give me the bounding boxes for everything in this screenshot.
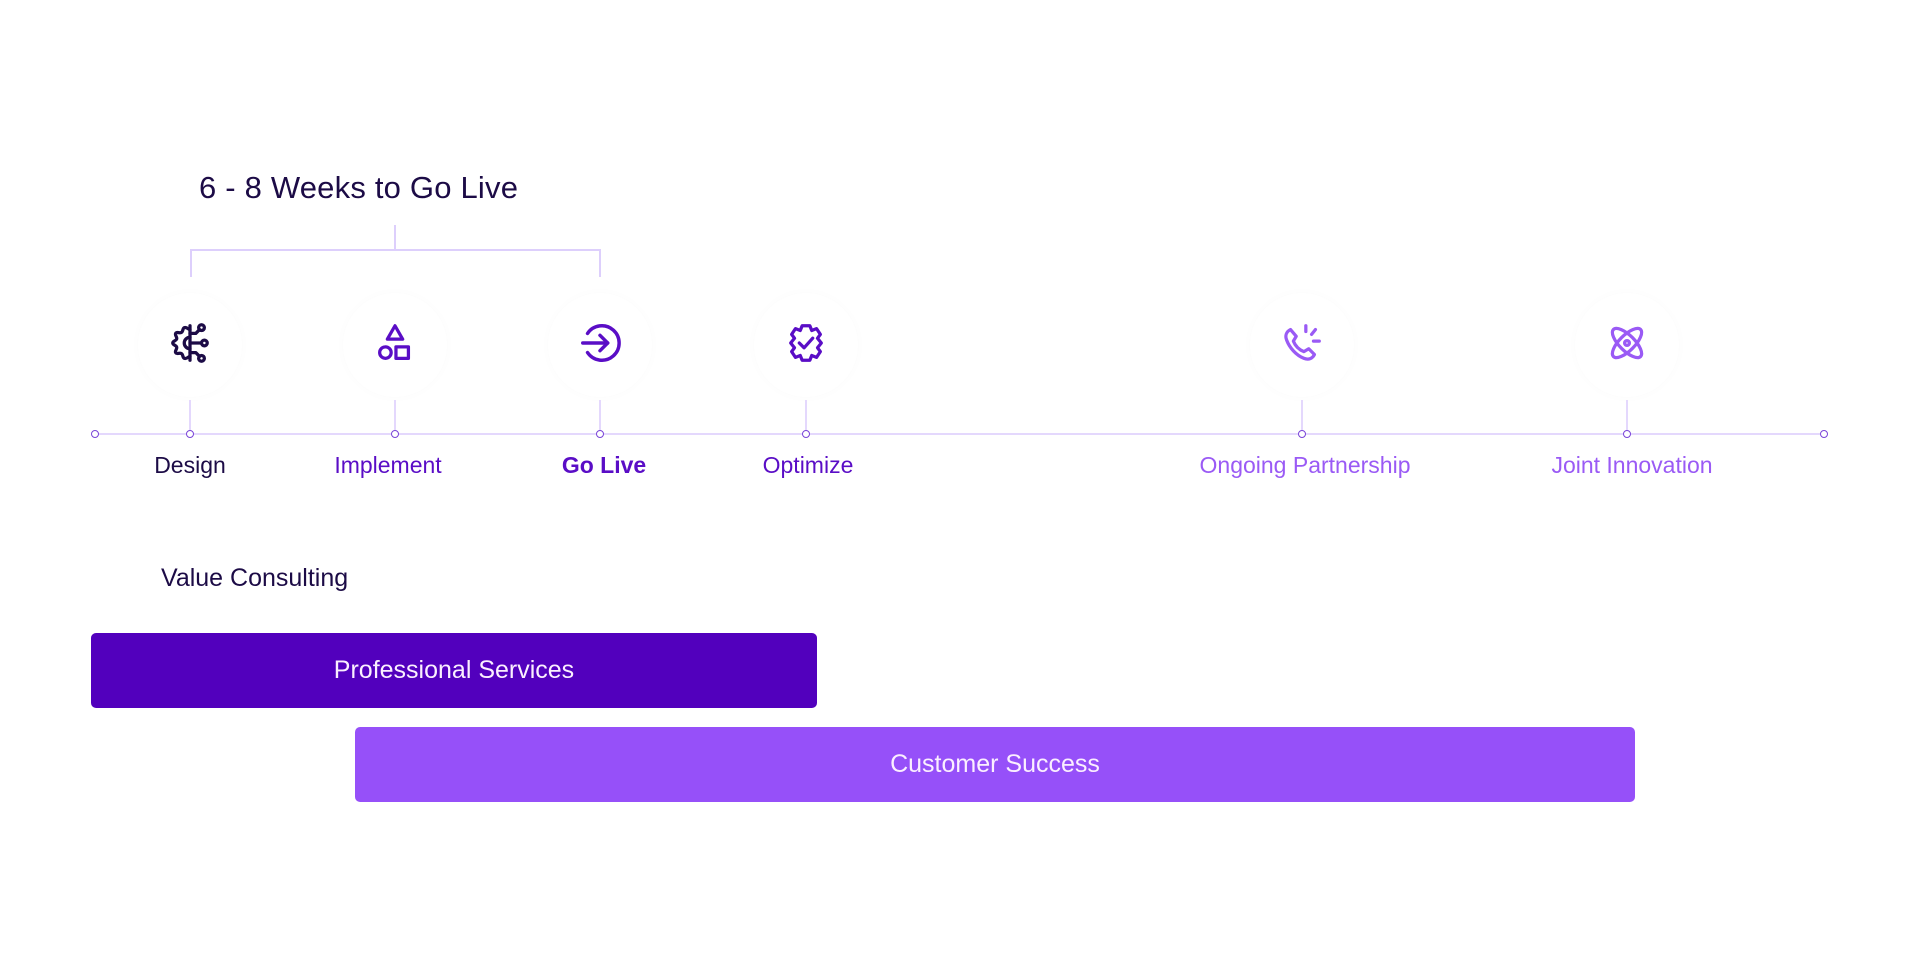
bracket-left [190,249,192,277]
label-go-live: Go Live [561,452,647,478]
stem-optimize [805,400,807,433]
dot-implement [391,430,399,438]
dot-optimize [802,430,810,438]
bracket-center-stub [394,225,396,250]
label-design: Design [154,452,226,478]
stem-design [189,400,191,433]
phone-ringing-icon [1279,320,1325,371]
timeline-end-dot [1820,430,1828,438]
arrow-circle-right-icon [577,320,623,371]
customer-success-label: Customer Success [890,750,1100,778]
dot-go-live [596,430,604,438]
label-ongoing-partnership: Ongoing Partnership [1199,452,1411,478]
dot-design [186,430,194,438]
label-implement: Implement [334,452,442,478]
stage-design[interactable] [138,293,242,397]
professional-services-bar: Professional Services [91,633,817,708]
professional-services-label: Professional Services [333,656,575,684]
shapes-icon [372,320,418,371]
bracket-top [190,249,601,251]
dot-joint-innovation [1623,430,1631,438]
customer-success-bar: Customer Success [355,727,1635,802]
stem-implement [394,400,396,433]
stage-optimize[interactable] [754,293,858,397]
dot-ongoing-partnership [1298,430,1306,438]
timeline-heading: 6 - 8 Weeks to Go Live [199,170,519,205]
label-joint-innovation: Joint Innovation [1551,452,1713,478]
timeline-start-dot [91,430,99,438]
stem-joint-innovation [1626,400,1628,433]
label-optimize: Optimize [762,452,854,478]
value-consulting-label: Value Consulting [161,564,349,592]
stage-joint-innovation[interactable] [1575,293,1679,397]
gear-network-icon [167,320,213,371]
atom-icon [1604,320,1650,371]
stem-go-live [599,400,601,433]
timeline-line [95,433,1824,435]
stage-ongoing-partnership[interactable] [1250,293,1354,397]
bracket-right [599,249,601,277]
badge-check-icon [783,320,829,371]
stage-go-live[interactable] [548,293,652,397]
stage-implement[interactable] [343,293,447,397]
stem-ongoing-partnership [1301,400,1303,433]
